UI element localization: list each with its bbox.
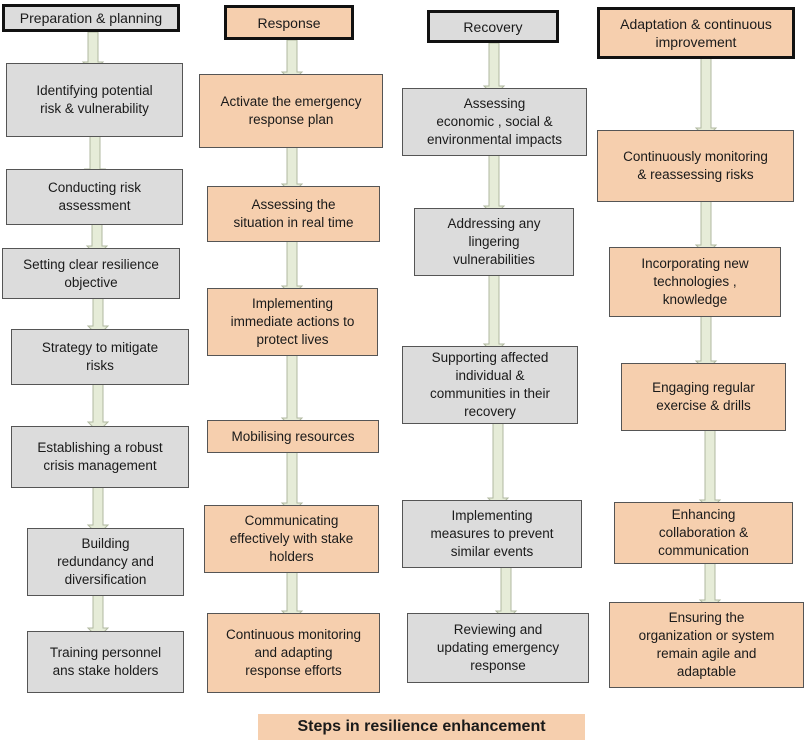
flow-arrow <box>88 377 108 432</box>
flow-arrow <box>696 56 716 138</box>
step-implementing-measures: Implementing measures to prevent similar… <box>402 500 582 568</box>
step-continuously-monitoring: Continuously monitoring & reassessing ri… <box>597 130 794 202</box>
step-reviewing-updating: Reviewing and updating emergency respons… <box>407 613 589 683</box>
flow-arrow <box>282 348 302 428</box>
step-strategy-mitigate: Strategy to mitigate risks <box>11 329 189 385</box>
step-engaging-drills: Engaging regular exercise & drills <box>621 363 786 431</box>
step-conducting-risk-assessment: Conducting risk assessment <box>6 169 183 225</box>
step-assessing-situation: Assessing the situation in real time <box>207 186 380 242</box>
step-implementing-actions: Implementing immediate actions to protec… <box>207 288 378 356</box>
flow-arrow <box>88 480 108 535</box>
step-activate-plan: Activate the emergency response plan <box>199 74 383 148</box>
step-enhancing-collaboration: Enhancing collaboration & communication <box>614 502 793 564</box>
flow-arrow <box>484 268 504 354</box>
flow-arrow <box>488 416 508 508</box>
step-setting-resilience-objective: Setting clear resilience objective <box>2 248 180 299</box>
header-response: Response <box>224 5 354 40</box>
step-identifying-risk: Identifying potential risk & vulnerabili… <box>6 63 183 137</box>
flow-arrow <box>496 560 516 621</box>
step-crisis-management: Establishing a robust crisis management <box>11 426 189 488</box>
step-assessing-impacts: Assessing economic , social & environmen… <box>402 88 587 156</box>
flow-arrow <box>696 309 716 371</box>
step-incorporating-technologies: Incorporating new technologies , knowled… <box>609 247 781 317</box>
flow-arrow <box>700 423 720 510</box>
flow-arrow <box>282 445 302 513</box>
diagram-title: Steps in resilience enhancement <box>258 714 585 740</box>
step-continuous-monitoring-response: Continuous monitoring and adapting respo… <box>207 613 380 693</box>
step-mobilising-resources: Mobilising resources <box>207 420 379 453</box>
step-building-redundancy: Building redundancy and diversification <box>27 528 184 596</box>
flow-arrow <box>484 148 504 216</box>
flow-arrow <box>696 194 716 255</box>
step-addressing-vulnerabilities: Addressing any lingering vulnerabilities <box>414 208 574 276</box>
step-communicating: Communicating effectively with stake hol… <box>204 505 379 573</box>
step-supporting-affected: Supporting affected individual & communi… <box>402 346 578 424</box>
header-preparation-planning: Preparation & planning <box>2 4 180 32</box>
step-ensuring-agile: Ensuring the organization or system rema… <box>609 602 804 688</box>
header-recovery: Recovery <box>427 10 559 43</box>
flow-arrow <box>282 234 302 296</box>
step-training-personnel: Training personnel ans stake holders <box>27 631 184 693</box>
header-adaptation: Adaptation & continuous improvement <box>597 7 795 59</box>
